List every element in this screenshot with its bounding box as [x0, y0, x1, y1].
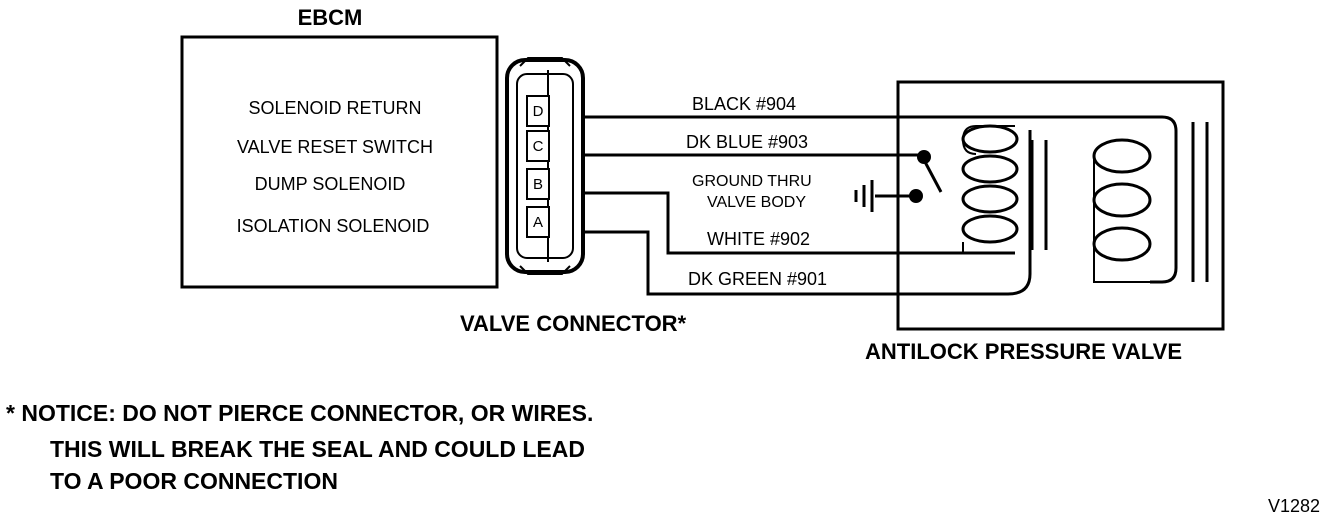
ebcm-isolation-solenoid: ISOLATION SOLENOID [237, 216, 430, 236]
ebcm-box [180, 35, 499, 289]
pin-c-cell [526, 130, 550, 162]
pin-c-label: C [533, 138, 544, 155]
pin-b-label: B [533, 176, 543, 193]
pin-d-cell [526, 95, 550, 127]
valve-connector-label: VALVE CONNECTOR* [460, 311, 687, 336]
notice-line-2: THIS WILL BREAK THE SEAL AND COULD LEAD [50, 436, 585, 462]
coil-large-turn-2 [1092, 182, 1152, 218]
figure-id: V1282 [1268, 496, 1320, 516]
pin-d-label: D [533, 103, 544, 120]
pin-b-cell [526, 168, 550, 200]
ebcm-valve-reset-switch: VALVE RESET SWITCH [237, 137, 433, 157]
switch-contact-bottom [909, 189, 923, 203]
coil-large-turn-1 [1092, 138, 1152, 174]
ebcm-title: EBCM [298, 5, 363, 30]
antilock-pressure-valve: ANTILOCK PRESSURE VALVE [865, 80, 1225, 364]
antilock-pressure-valve-label: ANTILOCK PRESSURE VALVE [865, 339, 1182, 364]
coil-large-turn-3 [1092, 226, 1152, 262]
isolation-coil [961, 124, 1048, 254]
wire-dk-green-label: DK GREEN #901 [688, 269, 827, 289]
valve-connector: D C B A VALVE CONNECTOR* [460, 57, 687, 336]
coil-small-lead-bottom [962, 242, 1015, 254]
ebcm-dump-solenoid: DUMP SOLENOID [255, 174, 406, 194]
switch-contact-top [917, 150, 931, 164]
notice-line-1: * NOTICE: DO NOT PIERCE CONNECTOR, OR WI… [6, 400, 593, 426]
valve-box [896, 80, 1225, 331]
ground-label-line2: VALVE BODY [707, 194, 806, 211]
pin-a-label: A [533, 214, 543, 231]
ground-symbol [854, 180, 874, 212]
coil-small-turn-4 [961, 214, 1019, 244]
coil-small-turn-1 [961, 124, 1019, 154]
wire-harness: BLACK #904 DK BLUE #903 GROUND THRU VALV… [583, 94, 1178, 296]
ebcm-module: EBCM SOLENOID RETURN VALVE RESET SWITCH … [180, 5, 499, 289]
wire-white-902 [583, 191, 1015, 255]
pin-a-cell [526, 206, 550, 238]
coil-large-lead [1093, 156, 1150, 283]
connector-top-latch [519, 57, 571, 67]
wire-black-904 [583, 115, 1178, 284]
ground-label-line1: GROUND THRU [692, 173, 812, 190]
wire-black-label: BLACK #904 [692, 94, 796, 114]
wire-dk-blue-label: DK BLUE #903 [686, 132, 808, 152]
connector-bottom-latch [519, 265, 571, 275]
ebcm-solenoid-return: SOLENOID RETURN [248, 98, 421, 118]
wire-white-label: WHITE #902 [707, 229, 810, 249]
wire-dk-green-901 [583, 130, 1032, 296]
notice-line-3: TO A POOR CONNECTION [50, 468, 338, 494]
notice: * NOTICE: DO NOT PIERCE CONNECTOR, OR WI… [6, 400, 593, 494]
coil-small-turn-3 [961, 184, 1019, 214]
dump-coil [1092, 122, 1209, 283]
coil-small-turn-2 [961, 154, 1019, 184]
switch-arm [922, 159, 943, 193]
